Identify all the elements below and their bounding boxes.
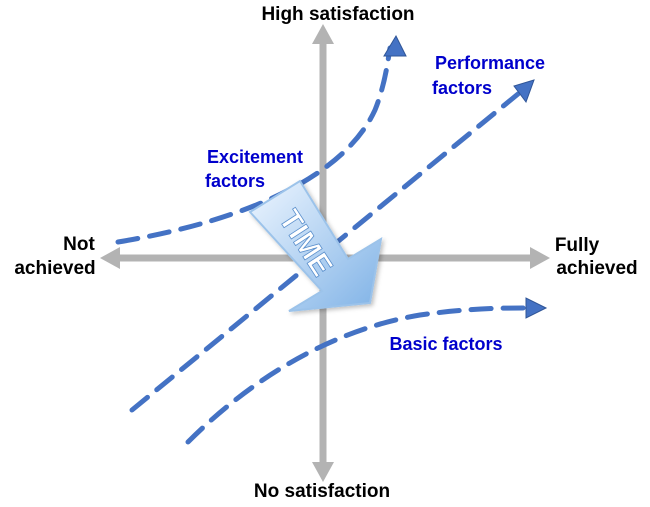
excitement-curve-arrowhead [383, 34, 407, 57]
time-arrow: TIME [248, 179, 383, 312]
performance-label-line1: Performance [435, 53, 545, 73]
performance-curve [129, 79, 535, 413]
axis-label-left-line1: Not [63, 234, 95, 255]
time-arrow-shape [248, 179, 383, 312]
vertical-axis-arrow-down [312, 462, 334, 482]
basic-curve-arrowhead [525, 297, 548, 319]
axis-label-bottom: No satisfaction [254, 481, 390, 502]
horizontal-axis-arrow-right [530, 247, 550, 269]
excitement-curve [115, 34, 407, 245]
performance-curve-arrowhead [513, 79, 535, 104]
axis-label-left-line2: achieved [14, 258, 95, 279]
excitement-label-line1: Excitement [207, 147, 303, 167]
horizontal-axis-arrow-left [100, 247, 120, 269]
axis-label-right-line1: Fully [555, 235, 600, 256]
excitement-label-line2: factors [205, 171, 265, 191]
basic-label: Basic factors [389, 334, 502, 354]
basic-curve [185, 297, 548, 445]
vertical-axis-arrow-up [312, 24, 334, 44]
axis-label-right-line2: achieved [556, 258, 637, 279]
axis-label-top: High satisfaction [261, 4, 414, 25]
performance-label-line2: factors [432, 78, 492, 98]
